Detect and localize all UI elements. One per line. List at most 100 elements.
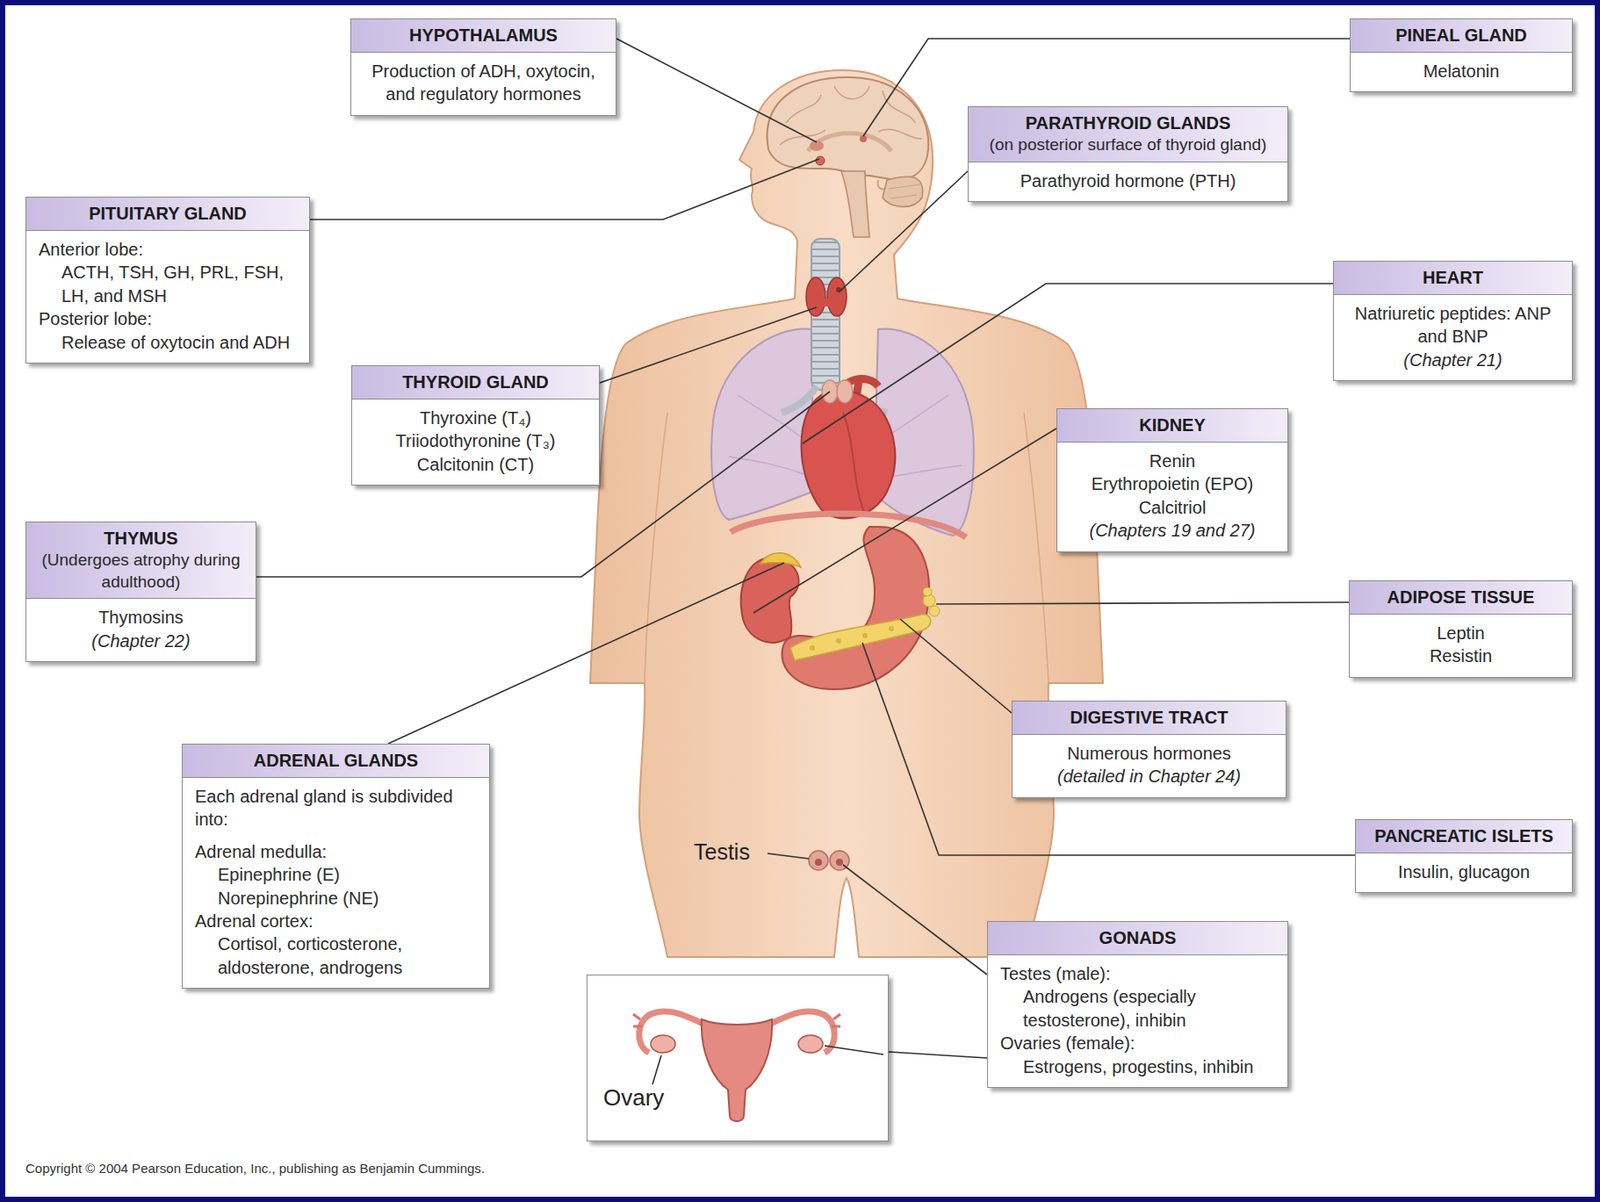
heading-band: DIGESTIVE TRACT xyxy=(1012,701,1286,736)
illustration-part xyxy=(936,602,1349,605)
box-heading: PARATHYROID GLANDS xyxy=(977,111,1279,135)
heading-band: PANCREATIC ISLETS xyxy=(1355,820,1572,854)
hormone-list: Androgens (especially testosterone), inh… xyxy=(1000,985,1276,1032)
sub-heading: Anterior lobe: xyxy=(38,237,297,261)
box-heading: KIDNEY xyxy=(1066,413,1279,437)
box-body: Parathyroid hormone (PTH) xyxy=(968,162,1288,202)
heading-note: (on posterior surface of thyroid gland) xyxy=(977,134,1279,157)
illustration-part xyxy=(922,587,932,597)
box-body: Insulin, glucagon xyxy=(1355,853,1572,893)
box-body: Thyroxine (T₄)Triiodothyronine (T₃)Calci… xyxy=(352,399,599,485)
body-text: Insulin, glucagon xyxy=(1368,860,1560,884)
organ-box: KIDNEYReninErythropoietin (EPO)Calcitrio… xyxy=(1056,408,1289,553)
box-body: Natriuretic peptides: ANP and BNP(Chapte… xyxy=(1333,295,1572,381)
sub-heading: Adrenal medulla: xyxy=(194,840,477,864)
organ-box: DIGESTIVE TRACTNumerous hormones(detaile… xyxy=(1011,700,1287,799)
illustration-part xyxy=(802,283,1334,444)
illustration-part xyxy=(836,380,853,404)
body-text: Natriuretic peptides: ANP and BNP xyxy=(1346,302,1560,349)
illustration-part xyxy=(388,562,785,744)
illustration-part xyxy=(599,307,817,383)
sub-heading: Testes (male): xyxy=(1000,962,1276,986)
gland-box: THYMUS(Undergoes atrophy during adulthoo… xyxy=(25,521,257,663)
illustration-part xyxy=(862,642,1355,856)
heading-note: (Undergoes atrophy during adulthood) xyxy=(35,549,247,593)
chapter-ref: (detailed in Chapter 24) xyxy=(1024,764,1274,788)
kidney xyxy=(741,553,801,643)
illustration-part xyxy=(815,298,837,307)
box-body: Numerous hormones(detailed in Chapter 24… xyxy=(1012,735,1286,798)
illustration-part xyxy=(838,171,968,293)
box-body: Testes (male):Androgens (especially test… xyxy=(987,955,1288,1088)
illustration-part xyxy=(836,638,842,644)
label-holder: Copyright © 2004 Pearson Education, Inc.… xyxy=(25,1160,485,1178)
illustration-part xyxy=(836,858,844,866)
illustration-part xyxy=(779,86,923,145)
sub-heading: Ovaries (female): xyxy=(1000,1031,1276,1055)
box-body: Production of ADH, oxytocin, and regulat… xyxy=(351,52,616,116)
illustration-part xyxy=(888,184,921,199)
body-text: Calcitriol xyxy=(1069,496,1276,519)
box-body: Melatonin xyxy=(1350,52,1572,92)
heading-band: ADRENAL GLANDS xyxy=(182,744,490,779)
heading-band: HEART xyxy=(1333,261,1572,296)
box-body: Thymosins(Chapter 22) xyxy=(26,598,256,662)
illustration-part xyxy=(616,38,817,143)
illustration-part xyxy=(815,156,825,166)
chapter-ref: (Chapter 22) xyxy=(38,629,244,653)
body-text: Erythropoietin (EPO) xyxy=(1069,472,1276,496)
part-label: Testis xyxy=(693,837,750,867)
pancreas xyxy=(790,614,931,661)
box-heading: HYPOTHALAMUS xyxy=(360,23,607,47)
adipose xyxy=(922,587,940,617)
illustration-part xyxy=(790,614,931,661)
body-text: Parathyroid hormone (PTH) xyxy=(980,169,1276,193)
brain xyxy=(767,77,930,238)
gland-box: PANCREATIC ISLETS Insulin, glucagon xyxy=(1354,819,1573,894)
heading-band: HYPOTHALAMUS xyxy=(351,19,616,53)
illustration-part xyxy=(824,1045,884,1055)
body-text: Calcitonin (CT) xyxy=(364,453,587,476)
organ-box: HEARTNatriuretic peptides: ANP and BNP(C… xyxy=(1333,260,1573,382)
heart xyxy=(801,379,896,519)
illustration-part xyxy=(827,277,847,317)
heading-band: GONADS xyxy=(987,922,1288,956)
hormone-list: Release of oxytocin and ADH xyxy=(38,331,297,354)
label-holder: Testis xyxy=(693,837,750,867)
box-heading: PITUITARY GLAND xyxy=(35,201,301,225)
gland-box: HYPOTHALAMUS Production of ADH, oxytocin,… xyxy=(350,18,617,116)
ovary-inset: Ovary xyxy=(586,974,889,1142)
testes xyxy=(808,850,850,871)
illustration-part xyxy=(859,135,867,143)
box-heading: PANCREATIC ISLETS xyxy=(1364,824,1564,848)
illustration-part xyxy=(309,158,820,220)
body-text: Resistin xyxy=(1362,644,1560,668)
copyright-note: Copyright © 2004 Pearson Education, Inc.… xyxy=(25,1160,485,1178)
heading-band: PARATHYROID GLANDS(on posterior surface … xyxy=(968,107,1288,163)
illustration-part xyxy=(767,853,809,859)
illustration-part xyxy=(807,133,892,152)
box-body: Anterior lobe:ACTH, TSH, GH, PRL, FSH, L… xyxy=(26,230,310,363)
leader-connector xyxy=(888,1052,988,1059)
illustration-part xyxy=(639,1011,704,1053)
body-text: Each adrenal gland is subdivided into: xyxy=(194,785,477,832)
illustration-part xyxy=(862,633,868,639)
box-heading: THYROID GLAND xyxy=(360,370,591,394)
heading-band: PINEAL GLAND xyxy=(1350,19,1572,53)
sub-heading: Adrenal cortex: xyxy=(194,909,477,933)
heading-band: PITUITARY GLAND xyxy=(26,197,310,231)
box-heading: ADIPOSE TISSUE xyxy=(1358,585,1564,609)
body-text: Triiodothyronine (T₃) xyxy=(364,429,587,453)
gland-box: PITUITARY GLAND Anterior lobe:ACTH, TSH, … xyxy=(25,196,310,364)
thyroid xyxy=(806,277,847,317)
heading-band: KIDNEY xyxy=(1057,409,1288,443)
tissue-box: ADIPOSE TISSUE LeptinResistin xyxy=(1348,580,1573,678)
illustration-part xyxy=(770,1011,835,1053)
label-holder: Ovary xyxy=(603,1084,664,1112)
illustration-part xyxy=(900,619,1012,714)
body-text: Leptin xyxy=(1362,621,1560,645)
illustration-part xyxy=(753,428,1057,613)
thymus xyxy=(821,380,853,404)
illustration-part xyxy=(711,329,813,520)
illustration-part xyxy=(701,1019,772,1122)
